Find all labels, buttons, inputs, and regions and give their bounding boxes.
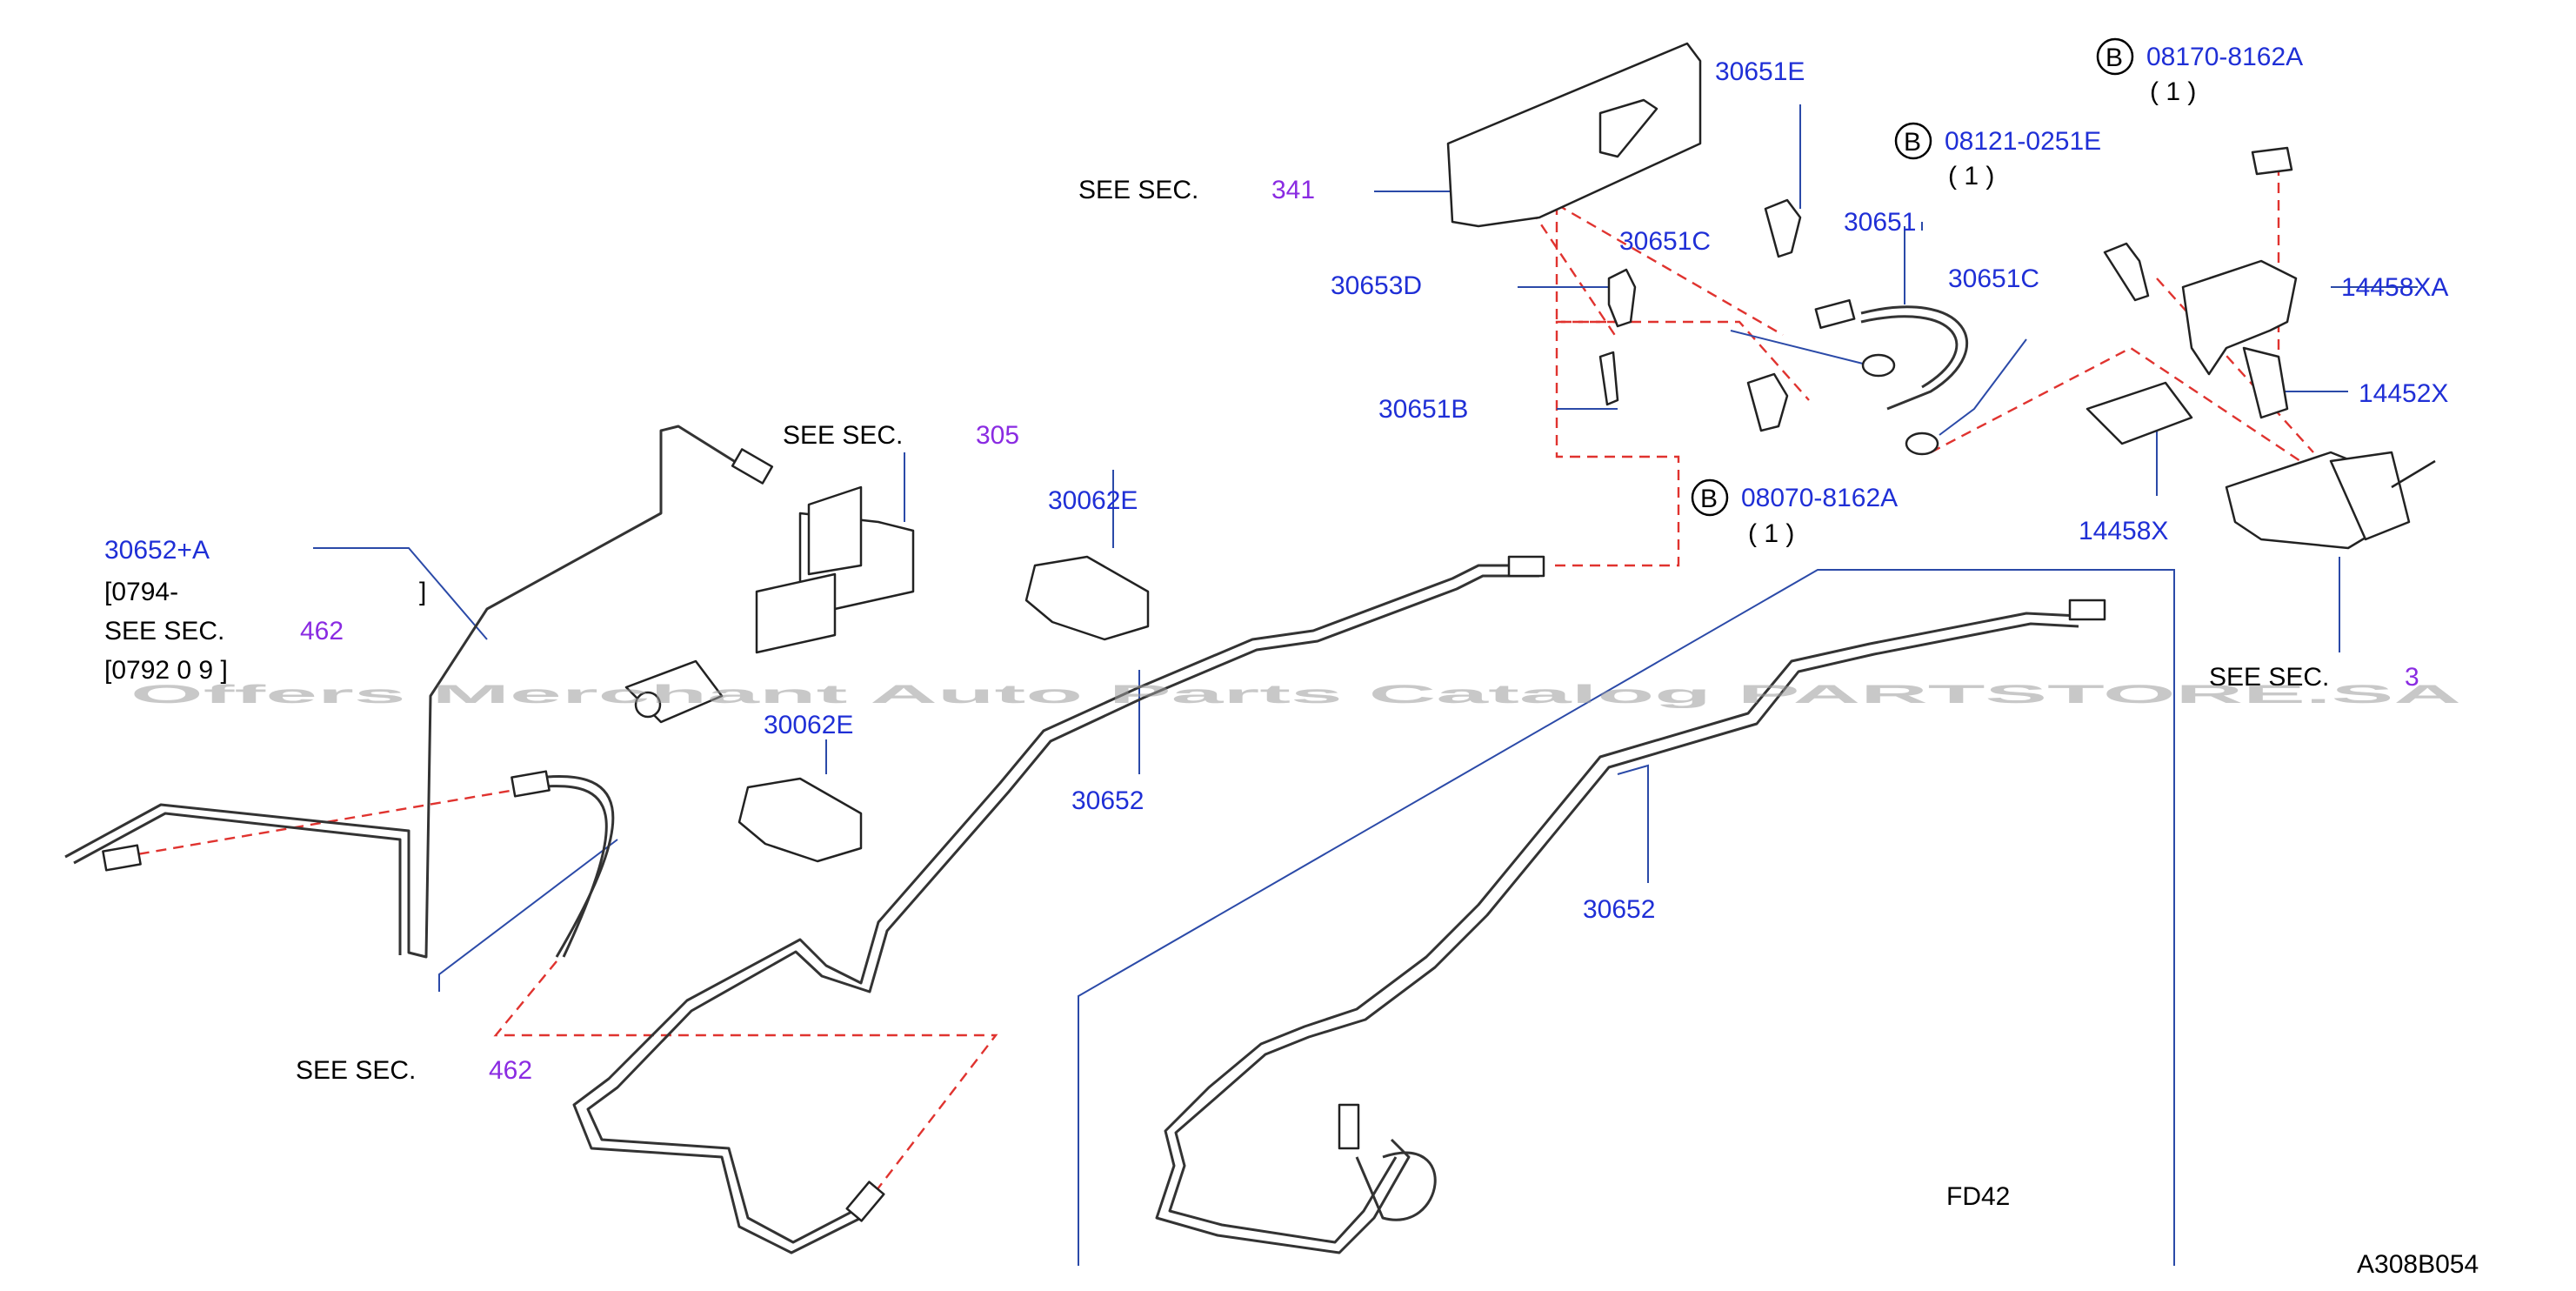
see-sec-462-label-a: SEE SEC. [104, 617, 224, 646]
part-30652-b[interactable]: 30652 [1583, 895, 1655, 924]
flare-nut-c [511, 770, 551, 798]
bolt-badge-c: B [1700, 485, 1718, 513]
diagram-code: A308B054 [2357, 1250, 2479, 1279]
sec-partial-link[interactable]: 3 [2405, 663, 2419, 692]
qty-08070: ( 1 ) [1748, 519, 1794, 548]
flare-nut-h [1814, 298, 1856, 330]
clip-30651b [1598, 351, 1619, 406]
bracket-slot [1598, 98, 1658, 158]
clamp-30062e-a [1024, 555, 1150, 641]
bolt-badge-icon-c [1691, 478, 1729, 517]
part-30653d[interactable]: 30653D [1331, 271, 1422, 300]
model-code: FD42 [1946, 1182, 2010, 1211]
see-sec-341-label: SEE SEC. [1078, 176, 1198, 204]
components [102, 42, 2436, 1222]
date-range-a-open: [0794- [104, 578, 178, 606]
sec-305-link[interactable]: 305 [976, 421, 1019, 450]
part-30651b[interactable]: 30651B [1378, 395, 1468, 424]
flare-nut-b [102, 844, 142, 872]
see-sec-462-label-b: SEE SEC. [296, 1056, 416, 1085]
labels: SEE SEC. 341 30651E 30651 30651C 30651C … [104, 37, 2479, 1279]
bolt-30651e [1764, 198, 1802, 258]
part-30652a[interactable]: 30652+A [104, 536, 210, 565]
clip-30653d [1607, 268, 1637, 328]
part-30651e[interactable]: 30651E [1715, 57, 1805, 86]
see-sec-305-label: SEE SEC. [783, 421, 903, 450]
bolt-08121 [2103, 242, 2150, 302]
bolt-08070 [1746, 372, 1789, 432]
flare-nut-e [2068, 599, 2106, 621]
part-14452x[interactable]: 14452X [2359, 379, 2448, 408]
clutch-operating-cylinder [2225, 451, 2436, 550]
qty-08170: ( 1 ) [2150, 77, 2196, 106]
bolt-08170 [2251, 146, 2293, 176]
part-30651c-b[interactable]: 30651C [1948, 264, 2039, 293]
part-30062e-b[interactable]: 30062E [764, 711, 853, 739]
bolt-badge-icon-a [2096, 37, 2134, 76]
part-14458xa[interactable]: 14458XA [2341, 273, 2448, 302]
bracket-14452x [2242, 346, 2289, 419]
dashed-guides [121, 165, 2314, 1206]
part-30651c-a[interactable]: 30651C [1619, 227, 1711, 256]
part-08121-0251e[interactable]: 08121-0251E [1945, 127, 2101, 156]
date-range-b: [0792 0 9 ] [104, 656, 228, 685]
bolt-badge-a: B [2106, 43, 2123, 72]
flare-nut-d [1507, 555, 1545, 578]
washer-a [1861, 353, 1896, 378]
leader-lines [313, 104, 2418, 1266]
brake-tubes [64, 305, 2079, 1254]
flare-nut-f [845, 1181, 885, 1222]
plate-14458x [2085, 381, 2193, 445]
sec-462-link-a[interactable]: 462 [300, 617, 344, 646]
qty-08121: ( 1 ) [1948, 162, 1994, 191]
part-08070-8162a[interactable]: 08070-8162A [1741, 484, 1898, 512]
sec-341-link[interactable]: 341 [1271, 176, 1315, 204]
watermark-text: Offers Merchant Auto Parts Catalog PARTS… [130, 680, 2461, 709]
bolt-badge-b: B [1904, 128, 1921, 157]
part-30652-a[interactable]: 30652 [1071, 786, 1144, 815]
part-30651[interactable]: 30651 [1844, 208, 1916, 237]
part-08170-8162a[interactable]: 08170-8162A [2146, 43, 2303, 71]
flare-nut-g [1338, 1103, 1360, 1150]
mounting-bracket [1446, 42, 1702, 228]
clamp-30062e-b [737, 777, 863, 863]
washer-b [1905, 431, 1939, 456]
bracket-14458xa [2181, 259, 2298, 376]
clutch-master-cylinder [624, 485, 915, 724]
part-30062e-a[interactable]: 30062E [1048, 486, 1138, 515]
sec-462-link-b[interactable]: 462 [489, 1056, 532, 1085]
bolt-badge-icon-b [1894, 122, 1932, 160]
part-14458x[interactable]: 14458X [2079, 517, 2168, 545]
see-sec-partial-label: SEE SEC. [2209, 663, 2329, 692]
date-range-a-close: ] [419, 578, 426, 606]
flare-nut-a [731, 448, 774, 485]
